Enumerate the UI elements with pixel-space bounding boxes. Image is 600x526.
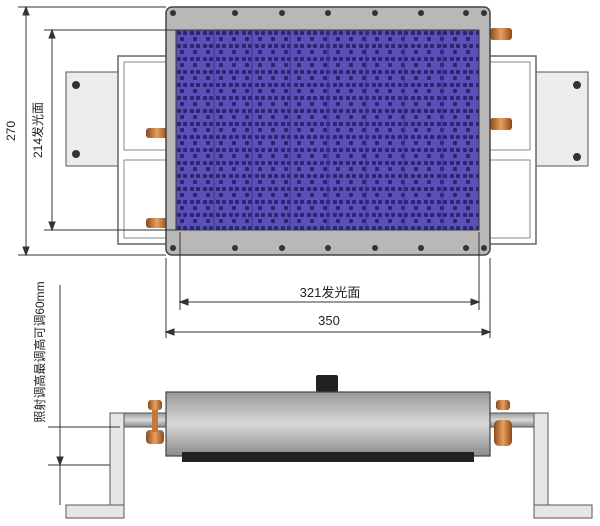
left-copper-fitting-lower xyxy=(146,218,168,228)
left-mount-bracket xyxy=(65,55,169,245)
dim-height-adjust-label: 照射调高最调高可调60mm xyxy=(32,281,47,422)
top-view: 270 214发光面 321发光面 350 xyxy=(4,5,589,338)
dim-height-total-label: 270 xyxy=(4,121,18,141)
right-copper-fitting-upper xyxy=(490,28,512,40)
dim-width-emitting-label: 321发光面 xyxy=(300,285,361,300)
top-knob xyxy=(316,375,338,392)
dim-height-total xyxy=(18,5,166,257)
side-view: 照射调高最调高可调60mm xyxy=(32,281,593,519)
dim-width-total-label: 350 xyxy=(318,313,340,328)
housing-screws xyxy=(170,10,487,251)
right-stand-leg xyxy=(533,412,593,519)
dim-height-adjust xyxy=(48,285,120,505)
right-copper-fitting-lower xyxy=(490,118,512,130)
left-copper-pipes xyxy=(146,400,164,444)
led-panel-dividers xyxy=(213,30,443,230)
right-mount-bracket xyxy=(485,28,589,245)
dim-width-total xyxy=(164,258,492,338)
dim-height-emitting xyxy=(44,28,176,232)
left-stand-leg xyxy=(65,412,125,519)
dim-width-emitting xyxy=(178,232,481,310)
emitting-face-side xyxy=(182,452,474,462)
right-copper-pipes xyxy=(494,400,512,446)
left-copper-fitting-upper xyxy=(146,128,168,138)
lamp-body-side xyxy=(165,391,491,457)
dim-height-emitting-label: 214发光面 xyxy=(30,102,45,158)
